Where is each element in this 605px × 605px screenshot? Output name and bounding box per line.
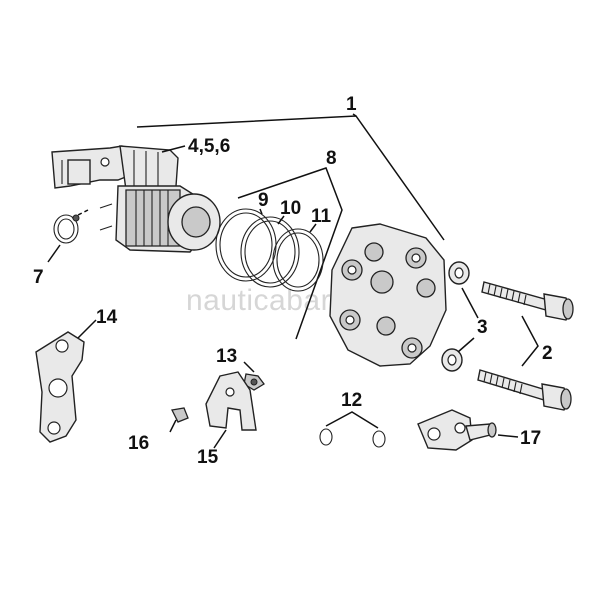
callout-11: [309, 223, 317, 233]
label-12: 12: [341, 390, 362, 411]
label-2: 2: [542, 343, 553, 364]
label-11: 11: [311, 206, 332, 227]
label-4-5-6: 4,5,6: [188, 136, 230, 157]
washer-lower: [441, 348, 463, 372]
label-8: 8: [326, 148, 337, 169]
callout-17: [497, 434, 519, 438]
spring-clip-part: [53, 209, 89, 244]
callout-8-bracket: [237, 167, 343, 340]
label-16: 16: [128, 433, 149, 454]
seal-ring-10: [240, 216, 300, 288]
callout-4-5-6: [161, 145, 186, 153]
callout-9: [259, 208, 263, 215]
callout-2-bracket: [521, 315, 539, 367]
label-17: 17: [520, 428, 541, 449]
callout-14: [77, 319, 97, 339]
callout-15: [213, 429, 227, 449]
label-14: 14: [96, 307, 118, 328]
bolt-lower: [477, 369, 572, 411]
gasket-part: [35, 331, 85, 443]
label-1: 1: [346, 94, 357, 115]
fitting-17-part: [417, 409, 497, 451]
bracket-plate-part: [51, 145, 179, 193]
label-15: 15: [197, 447, 219, 468]
fitting-13-part: [243, 361, 265, 391]
screw-16-part: [169, 407, 189, 433]
label-7: 7: [33, 267, 44, 288]
callout-7: [47, 244, 61, 263]
label-9: 9: [258, 190, 269, 211]
callout-10: [277, 215, 285, 225]
label-10: 10: [280, 198, 301, 219]
label-3: 3: [477, 317, 488, 338]
piston-cylinder-part: [99, 185, 221, 253]
bracket-15-part: [205, 371, 257, 431]
label-13: 13: [216, 346, 237, 367]
washer-upper: [448, 261, 470, 285]
o-ring-pair-12: [319, 411, 386, 448]
callout-3: [457, 287, 479, 353]
bolt-upper: [481, 281, 574, 321]
caliper-body-part: [329, 223, 447, 367]
assembly-callout-1: [136, 113, 445, 241]
seal-ring-11: [272, 228, 324, 292]
